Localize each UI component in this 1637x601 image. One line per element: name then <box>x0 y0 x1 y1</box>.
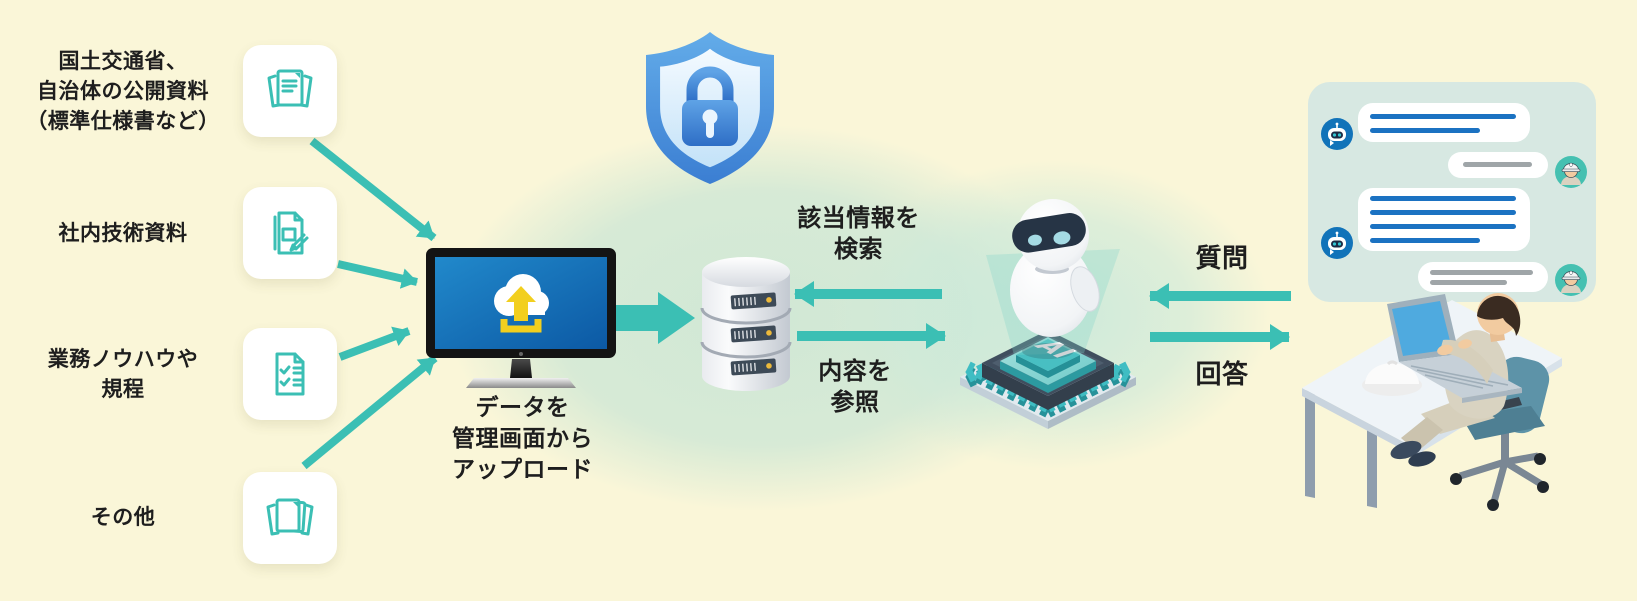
arrow-source4-to-monitor <box>301 354 438 470</box>
database-icon <box>700 257 792 391</box>
source-card-knowhow-rules <box>243 328 337 420</box>
chat-bot-icon <box>1321 118 1353 150</box>
bot-avatar <box>1321 118 1353 150</box>
documents-stack-icon <box>267 69 313 108</box>
text-line-placeholder <box>1370 238 1480 243</box>
papers-icon <box>266 498 314 536</box>
worker-avatar-icon <box>1555 156 1587 188</box>
user-avatar <box>1555 264 1587 296</box>
source-card-others <box>243 472 337 564</box>
cloud-upload-icon <box>494 274 549 333</box>
database-server-panel <box>730 325 777 343</box>
ai-robot-chip-icon: AI <box>960 199 1136 429</box>
text-line-placeholder <box>1370 114 1516 119</box>
monitor-cloud-upload-icon <box>426 248 616 388</box>
chat-bubble-bot <box>1358 188 1530 251</box>
database-separator <box>700 341 792 359</box>
source-label-others: その他 <box>90 505 156 529</box>
arrow-source3-to-monitor <box>338 326 411 361</box>
person-head <box>1477 293 1521 342</box>
monitor-stand-base <box>466 378 576 388</box>
desk-legs <box>1305 390 1377 508</box>
robot-body <box>1010 243 1092 337</box>
robot-eye <box>1027 234 1042 246</box>
answer-flow-label: 回答 <box>1195 360 1249 390</box>
text-line-placeholder <box>1430 270 1533 275</box>
person-hand <box>1458 339 1472 349</box>
laptop-screen <box>1392 301 1452 356</box>
platform-side <box>1000 361 1096 393</box>
database-server-panel <box>730 292 777 310</box>
text-line-placeholder <box>1463 162 1532 167</box>
monitor-logo-dot <box>519 352 523 356</box>
hard-hat <box>1362 360 1422 396</box>
bot-avatar <box>1321 227 1353 259</box>
arrow-source2-to-monitor <box>337 260 418 289</box>
text-line-placeholder <box>1370 196 1516 201</box>
question-flow-label: 質問 <box>1195 244 1249 274</box>
text-line-placeholder <box>1370 210 1516 215</box>
database-server-panel <box>730 358 777 376</box>
person-shoe <box>1408 451 1436 467</box>
user-avatar <box>1555 156 1587 188</box>
chip-side <box>982 363 1114 410</box>
monitor-stand-neck <box>510 359 532 378</box>
search-flow-label: 該当情報を 検索 <box>797 204 920 263</box>
person-shoe <box>1390 440 1422 460</box>
chat-bubble-user <box>1418 262 1548 292</box>
text-line-placeholder <box>1370 128 1480 133</box>
source-card-public-docs <box>243 45 337 137</box>
arrow-source1-to-monitor <box>309 137 437 242</box>
source-label-public-docs: 国土交通省、 自治体の公開資料 （標準仕様書など） <box>26 49 220 133</box>
chat-bot-icon <box>1321 227 1353 259</box>
chair-base <box>1450 428 1549 511</box>
database-separator <box>700 307 792 325</box>
technical-document-icon <box>273 211 309 255</box>
robot-eye <box>1053 231 1071 245</box>
upload-caption: データを 管理画面から アップロード <box>452 395 593 483</box>
database-top <box>702 257 790 287</box>
arrow-monitor-to-database <box>613 292 695 344</box>
worker-at-desk-illustration <box>1302 293 1562 511</box>
laptop <box>1387 294 1522 403</box>
ai-tile-top <box>1016 339 1080 371</box>
ai-robot <box>1010 199 1100 359</box>
chat-panel <box>1308 82 1596 302</box>
robot-arm <box>1070 266 1100 312</box>
source-label-knowhow-rules: 業務ノウハウや 規程 <box>47 347 199 401</box>
checklist-document-icon <box>275 352 305 396</box>
lock-icon <box>682 66 738 146</box>
worker-avatar-icon <box>1555 264 1587 296</box>
ai-tile-side <box>1016 355 1080 378</box>
shield-lock-icon <box>646 32 774 184</box>
text-line-placeholder <box>1430 280 1507 285</box>
person-hand <box>1437 344 1453 356</box>
reference-flow-label: 内容を 参照 <box>818 357 892 416</box>
robot-visor <box>1012 213 1086 253</box>
text-line-placeholder <box>1370 224 1516 229</box>
source-card-internal-tech-docs <box>243 187 337 279</box>
person-arms <box>1437 339 1493 384</box>
chat-bubble-user <box>1448 152 1548 178</box>
source-label-internal-tech-docs: 社内技術資料 <box>58 221 188 245</box>
chat-bubble-bot <box>1358 103 1530 142</box>
